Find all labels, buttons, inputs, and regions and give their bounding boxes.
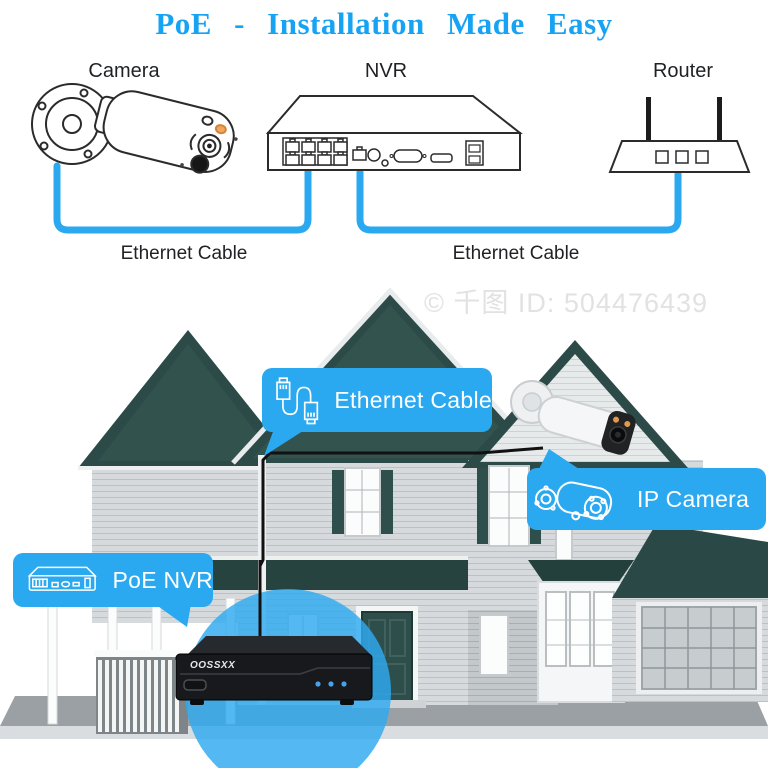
nvr-line-art [265,95,523,171]
ip-camera-callout-label: IP Camera [637,485,750,512]
ip-camera-callout: IP Camera [527,449,766,530]
camera-line-art [31,83,238,174]
router-line-art [608,97,751,173]
poe-nvr-icon [27,566,97,591]
cable-camera-to-nvr [53,162,312,234]
nvr-label: NVR [364,60,408,82]
poe-nvr-callout-tail [155,604,191,627]
ip-camera-callout-tail [539,449,579,469]
ethernet-cable-label-right: Ethernet Cable [452,243,580,264]
garage [612,524,768,702]
ethernet-cable-icon [276,377,319,425]
camera-label: Camera [88,60,160,82]
ethernet-callout-label: Ethernet Cable [334,386,492,413]
house-camera-photo [510,380,636,455]
ethernet-cable-label-left: Ethernet Cable [120,243,248,264]
page-title: PoE - Installation Made Easy [155,6,613,41]
nvr-brand-text: OOSSXX [190,660,236,671]
cable-nvr-to-router [356,168,682,234]
poe-nvr-callout-label: PoE NVR [112,566,213,593]
house-nvr-photo: OOSSXX [175,560,373,705]
top-diagram [31,83,751,234]
ethernet-cable-callout: Ethernet Cable [262,368,492,456]
ethernet-callout-tail [264,429,306,456]
ethernet-cable-lines [53,162,682,234]
router-label: Router [652,60,714,82]
poe-nvr-callout: PoE NVR [13,553,213,627]
ip-camera-icon [534,481,613,521]
